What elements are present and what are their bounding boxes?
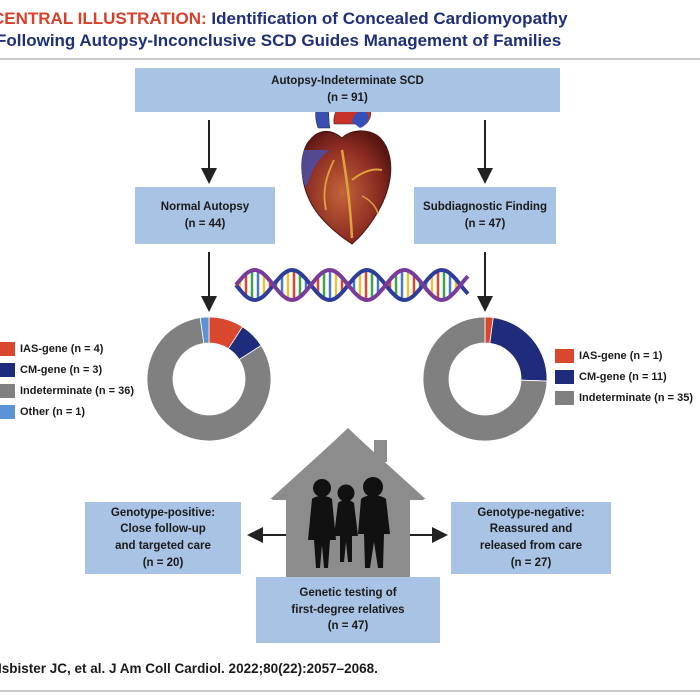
donut-slice-other	[199, 316, 210, 344]
legend-left-item: CM-gene (n = 3)	[0, 359, 134, 380]
normal-autopsy-box: Normal Autopsy (n = 44)	[135, 187, 275, 244]
header-divider	[0, 58, 700, 60]
donut-slice-indeterminate	[422, 316, 548, 442]
legend-label: Indeterminate (n = 35)	[579, 391, 694, 404]
legend-label: Other (n = 1)	[20, 405, 86, 418]
legend-label: Indeterminate (n = 36)	[20, 384, 135, 397]
normal-autopsy-count: (n = 44)	[184, 217, 226, 230]
legend-right-item: Indeterminate (n = 35)	[555, 387, 693, 408]
negative-line-2: Reassured and	[489, 523, 573, 536]
negative-line-1: Genotype-negative:	[477, 506, 585, 519]
illustration-label: CENTRAL ILLUSTRATION:	[0, 9, 207, 28]
legend-left-item: Indeterminate (n = 36)	[0, 380, 134, 401]
legend-swatch	[555, 369, 574, 384]
legend-label: CM-gene (n = 3)	[20, 363, 103, 376]
top-box-title: Autopsy-Indeterminate SCD	[271, 75, 424, 88]
legend-swatch	[0, 362, 15, 377]
autopsy-indeterminate-box: Autopsy-Indeterminate SCD (n = 91)	[135, 68, 560, 112]
testing-line-1: Genetic testing of	[299, 586, 397, 599]
family-icon	[308, 477, 390, 568]
legend-swatch	[0, 341, 15, 356]
legend-left: IAS-gene (n = 4) CM-gene (n = 3) Indeter…	[0, 338, 134, 422]
top-box-count: (n = 91)	[327, 92, 368, 104]
dna-icon	[234, 267, 470, 303]
citation: Isbister JC, et al. J Am Coll Cardiol. 2…	[0, 661, 378, 676]
legend-right-item: IAS-gene (n = 1)	[555, 345, 693, 366]
legend-right-item: CM-gene (n = 11)	[555, 366, 693, 387]
legend-label: IAS-gene (n = 1)	[579, 349, 663, 362]
header: CENTRAL ILLUSTRATION: Identification of …	[0, 0, 700, 58]
testing-count: (n = 47)	[327, 620, 369, 633]
negative-count: (n = 27)	[510, 556, 552, 569]
donut-chart-right	[422, 316, 548, 442]
title-text-1: Identification of Concealed Cardiomyopat…	[211, 9, 568, 28]
donut-slice-indeterminate	[146, 317, 272, 442]
positive-line-2: Close follow-up	[120, 523, 206, 536]
testing-line-2: first-degree relatives	[291, 603, 405, 616]
legend-label: IAS-gene (n = 4)	[20, 342, 104, 355]
positive-line-1: Genotype-positive:	[110, 506, 216, 519]
donut-slice-cm-gene	[489, 317, 548, 382]
heart-icon	[301, 98, 392, 245]
legend-swatch	[555, 348, 574, 363]
subdiagnostic-finding-box: Subdiagnostic Finding (n = 47)	[414, 187, 556, 244]
legend-swatch	[0, 383, 15, 398]
subdiagnostic-count: (n = 47)	[464, 217, 506, 230]
legend-label: CM-gene (n = 11)	[579, 370, 667, 383]
positive-count: (n = 20)	[142, 556, 184, 569]
negative-line-3: released from care	[479, 540, 583, 552]
positive-line-3: and targeted care	[115, 540, 211, 552]
legend-left-item: Other (n = 1)	[0, 401, 134, 422]
title-line-1: CENTRAL ILLUSTRATION: Identification of …	[0, 9, 568, 29]
legend-swatch	[0, 404, 15, 419]
legend-left-item: IAS-gene (n = 4)	[0, 338, 134, 359]
legend-right: IAS-gene (n = 1) CM-gene (n = 11) Indete…	[555, 345, 693, 408]
normal-autopsy-title: Normal Autopsy	[160, 200, 250, 213]
donut-chart-left	[146, 316, 272, 442]
title-line-2: Following Autopsy-Inconclusive SCD Guide…	[0, 31, 562, 50]
genotype-positive-box: Genotype-positive: Close follow-up and t…	[85, 502, 241, 574]
subdiagnostic-title: Subdiagnostic Finding	[423, 200, 547, 213]
genotype-negative-box: Genotype-negative: Reassured and release…	[451, 502, 611, 574]
genetic-testing-box: Genetic testing of first-degree relative…	[256, 577, 440, 643]
legend-swatch	[555, 390, 574, 405]
footer-divider	[0, 690, 700, 692]
